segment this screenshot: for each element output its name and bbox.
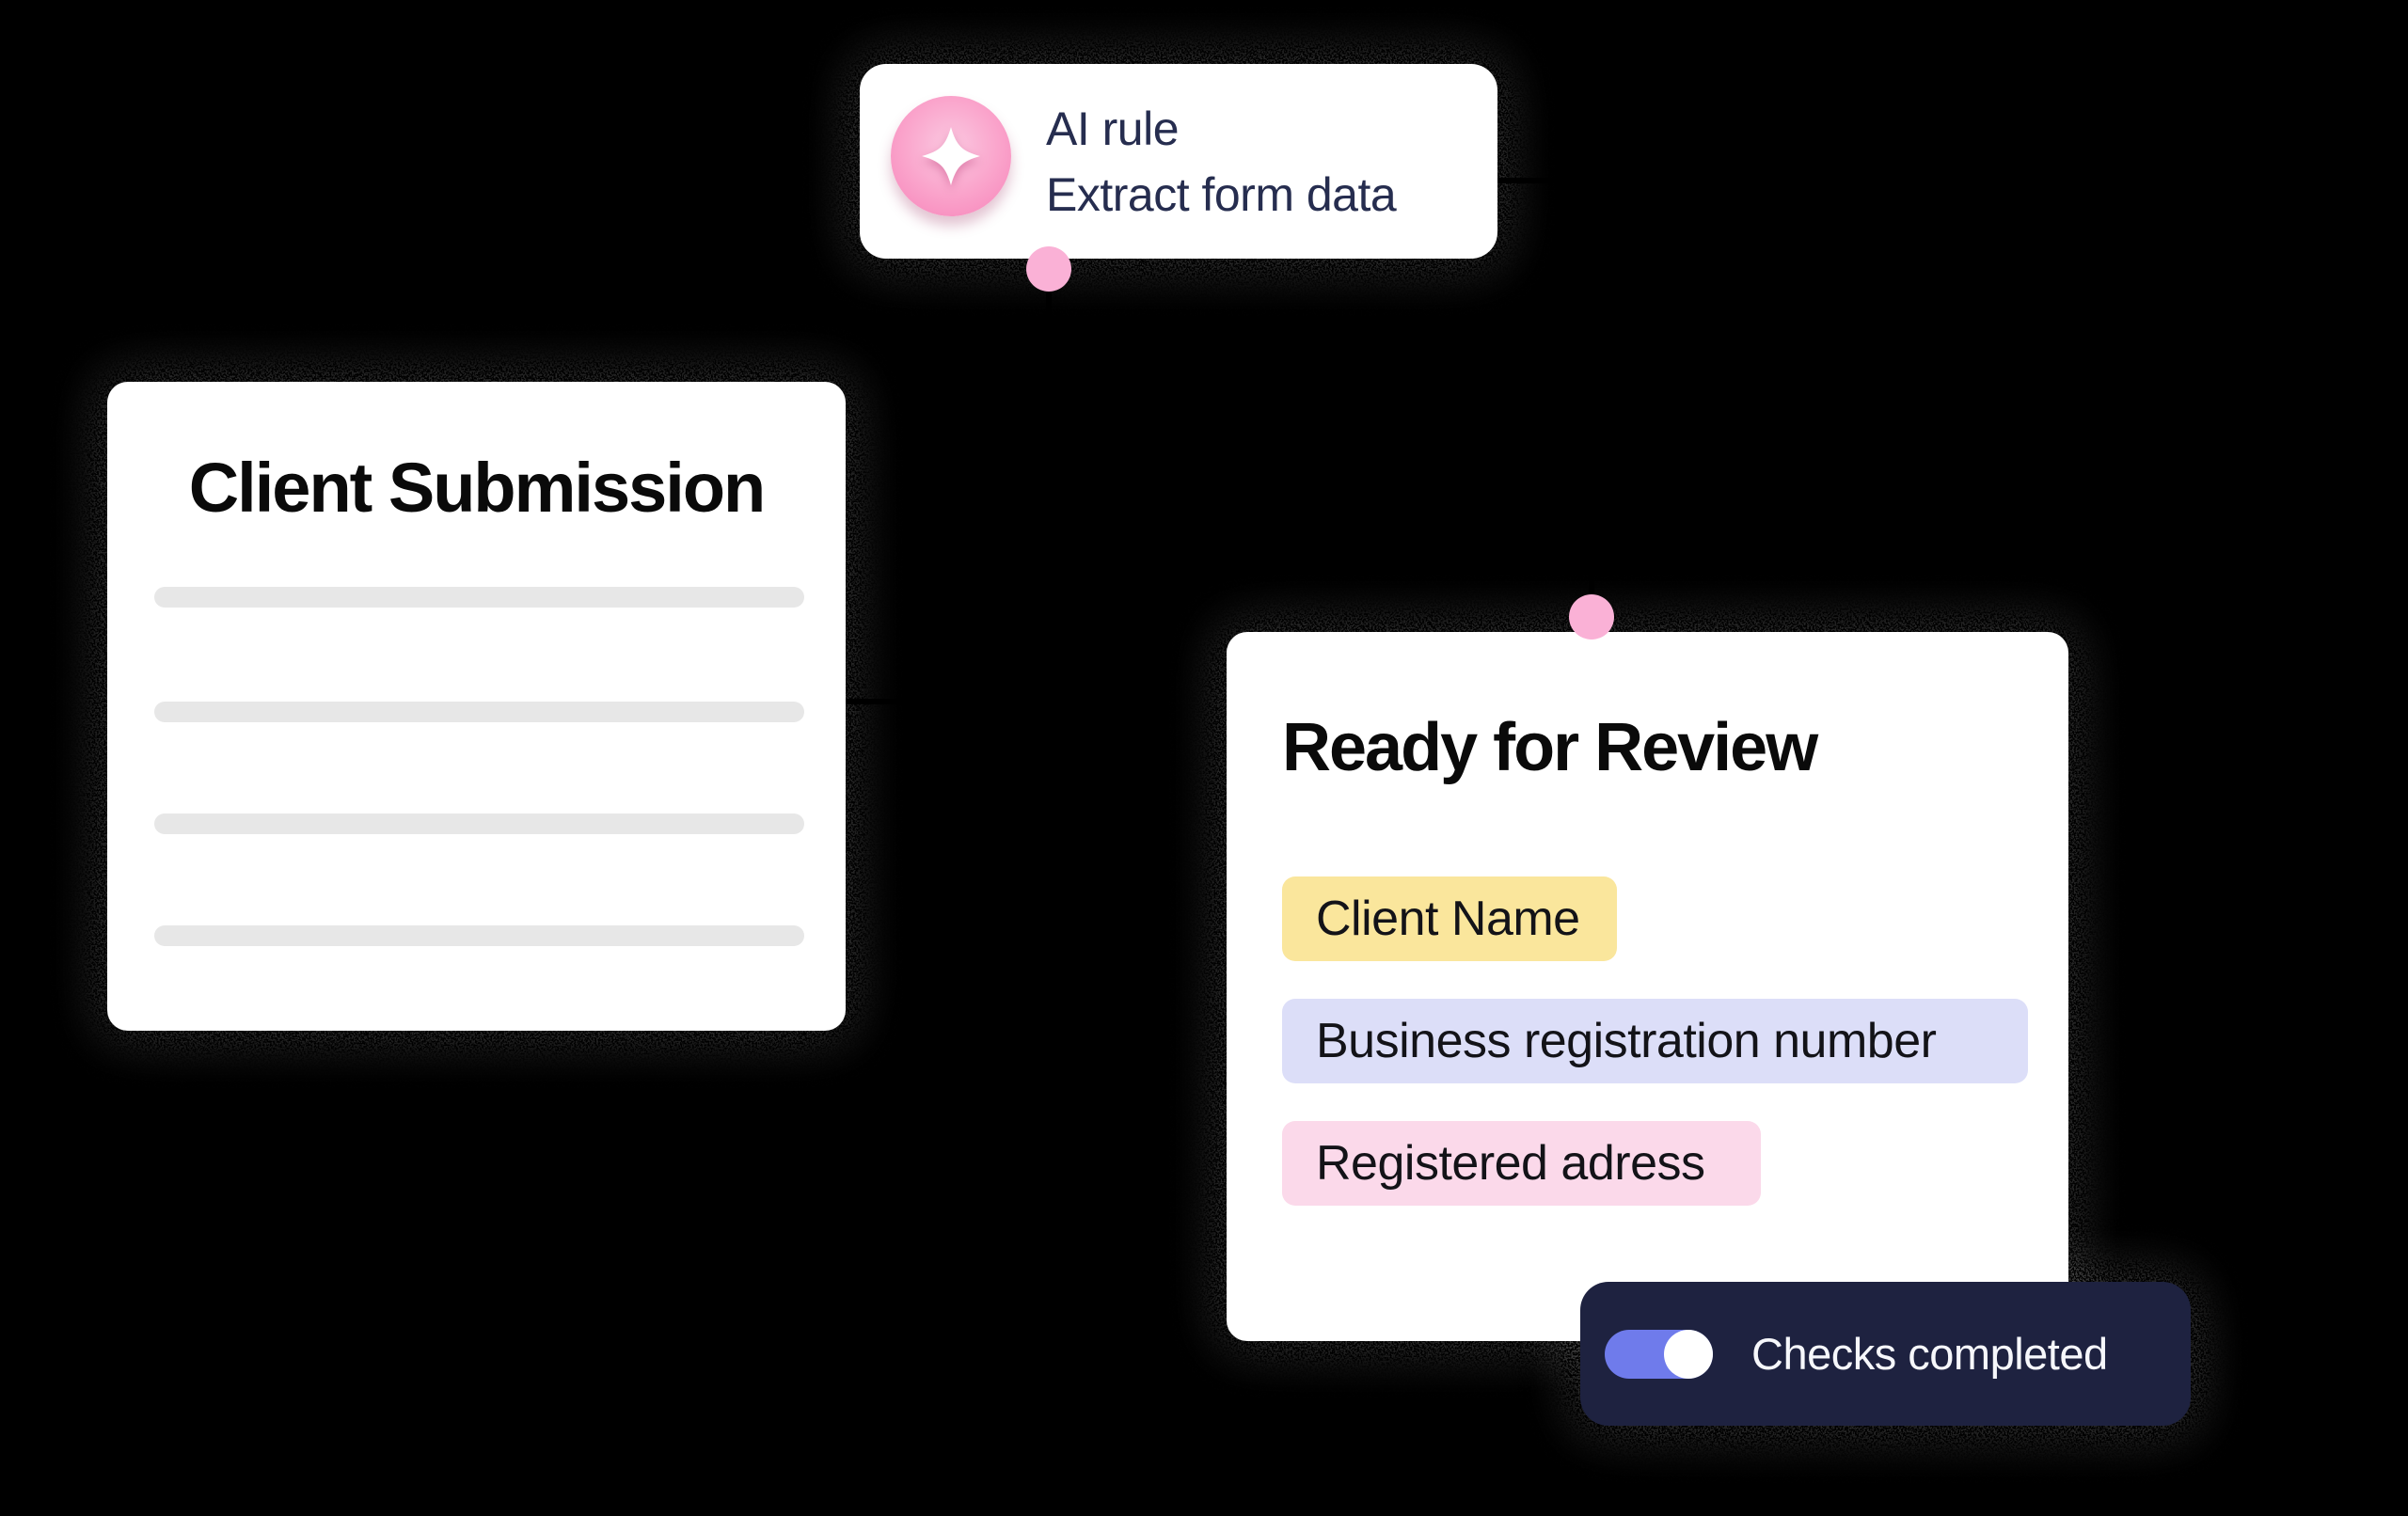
connector-junction-to-client-card <box>843 699 1052 704</box>
ai-rule-text-block: AI rule Extract form data <box>1046 64 1397 259</box>
placeholder-line <box>154 702 804 722</box>
placeholder-line <box>154 587 804 608</box>
checks-completed-pill: Checks completed <box>1580 1282 2191 1426</box>
connector-ai-to-elbow <box>1497 178 1594 183</box>
placeholder-line <box>154 813 804 834</box>
checks-completed-label: Checks completed <box>1751 1329 2108 1379</box>
ai-rule-subtitle: Extract form data <box>1046 167 1397 221</box>
field-tag-registered-address[interactable]: Registered adress <box>1282 1121 1761 1206</box>
ready-for-review-card[interactable]: Ready for Review Client Name Business re… <box>1227 632 2068 1341</box>
client-submission-card[interactable]: Client Submission <box>107 382 846 1031</box>
ai-rule-title: AI rule <box>1046 102 1180 155</box>
review-card-input-port[interactable] <box>1569 594 1614 640</box>
ai-card-output-port[interactable] <box>1026 246 1071 292</box>
toggle-knob <box>1664 1329 1713 1379</box>
checks-completed-toggle[interactable] <box>1605 1329 1713 1379</box>
placeholder-line <box>154 925 804 946</box>
field-tag-client-name[interactable]: Client Name <box>1282 876 1617 961</box>
connector-ai-to-junction <box>1046 281 1052 704</box>
ai-rule-card[interactable]: AI rule Extract form data <box>860 64 1497 259</box>
connector-elbow-to-review-card <box>1589 181 1594 617</box>
field-tag-business-registration-number[interactable]: Business registration number <box>1282 999 2028 1083</box>
client-submission-title: Client Submission <box>188 449 767 527</box>
sparkle-icon <box>891 96 1011 216</box>
ready-for-review-title: Ready for Review <box>1282 710 1818 785</box>
